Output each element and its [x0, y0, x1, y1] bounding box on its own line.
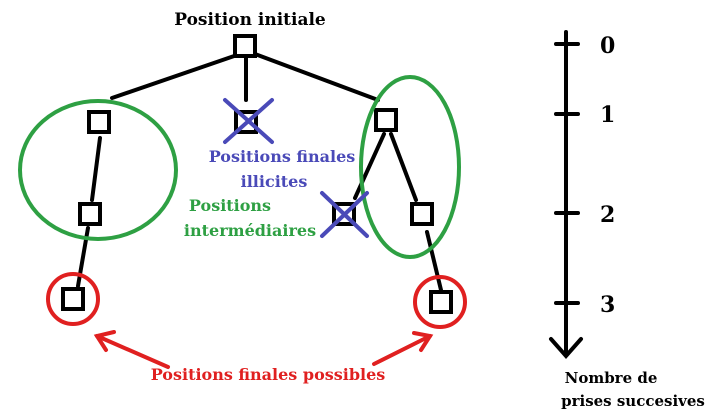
illegal-crosses — [223, 98, 369, 238]
label-illegal-line-2: illicites — [241, 172, 308, 191]
node-right-level-3 — [429, 290, 453, 314]
axis-label-1: 1 — [600, 102, 615, 128]
axis-label-2: 2 — [600, 202, 615, 228]
title-position-initiale: Position initiale — [174, 10, 326, 30]
capture-axis — [549, 30, 583, 360]
node-right-level-2 — [410, 202, 434, 226]
node-left-level-3 — [61, 287, 85, 311]
edge-root-right — [253, 52, 380, 102]
node-left-level-2 — [78, 202, 102, 226]
label-intermediate-line-1: Positions — [189, 196, 271, 215]
tree-edges — [76, 52, 443, 292]
possible-circle-left — [46, 272, 100, 326]
intermediate-markers — [18, 75, 461, 259]
edge-root-left — [110, 52, 242, 100]
axis-label-3: 3 — [600, 292, 615, 318]
axis-label-0: 0 — [600, 33, 615, 59]
label-illegal-line-1: Positions finales — [209, 147, 356, 166]
axis-caption-line-1: Nombre de — [565, 369, 658, 387]
edge-left-1-2 — [90, 136, 102, 202]
node-root — [233, 34, 257, 58]
possible-final-markers — [46, 272, 467, 329]
possible-circle-right — [413, 275, 467, 329]
arrow-right-icon — [372, 331, 434, 366]
label-intermediate-line-2: intermédiaires — [184, 221, 316, 240]
possible-arrows — [93, 330, 434, 369]
axis-arrow-icon — [549, 337, 583, 360]
cross-icon — [223, 98, 274, 144]
cross-icon — [320, 191, 369, 238]
edge-right-1-cross — [353, 132, 386, 200]
arrow-left-icon — [93, 330, 170, 369]
node-right-level-1 — [374, 108, 398, 132]
edge-right-1-2 — [389, 132, 418, 202]
node-left-level-1 — [87, 110, 111, 134]
label-possible: Positions finales possibles — [151, 365, 386, 384]
intermediate-ellipse-right — [359, 75, 461, 259]
edge-right-2-3 — [425, 230, 443, 292]
intermediate-ellipse-left — [18, 99, 178, 241]
axis-caption-line-2: prises succesives — [561, 392, 705, 410]
